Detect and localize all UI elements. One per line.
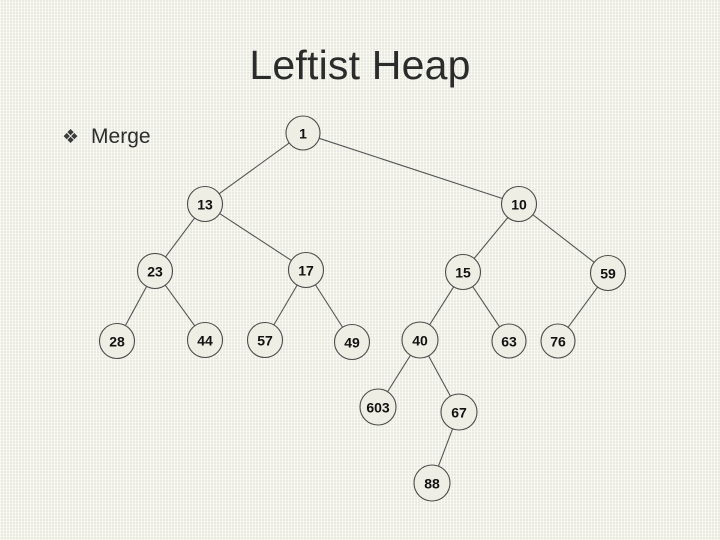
tree-node: 88 [413,464,451,502]
tree-edge [437,428,454,467]
tree-node-label: 59 [600,266,616,282]
tree-node-circle [440,393,478,431]
tree-edge [273,284,298,326]
tree-node-label: 10 [511,197,527,213]
tree-node-circle [500,185,538,223]
tree-edge [314,284,344,328]
tree-node: 1 [285,115,321,151]
tree-edge [473,217,509,259]
tree-node: 15 [444,253,482,291]
tree-node-circle [444,253,482,291]
tree-node-label: 76 [550,334,566,350]
tree-edge-layer [124,137,599,467]
tree-node-label: 603 [366,400,390,416]
bullet-item-label: Merge [91,125,151,148]
tree-node: 17 [287,251,325,289]
tree-node-label: 40 [412,333,428,349]
tree-node-circle [491,323,527,359]
tree-node: 63 [491,323,527,359]
tree-edge [567,286,599,328]
tree-node-circle [589,254,627,292]
tree-node: 13 [186,185,224,223]
tree-node: 10 [500,185,538,223]
tree-node-circle [287,251,325,289]
tree-edge [218,142,290,195]
tree-edge [124,286,148,326]
tree-edge [429,286,455,326]
tree-node: 59 [589,254,627,292]
tree-node: 57 [246,321,284,359]
tree-node: 603 [359,388,397,426]
tree-edge [318,137,503,200]
tree-node-circle [98,322,136,360]
tree-node-label: 15 [455,265,471,281]
tree-node-label: 49 [344,335,360,351]
tree-node-label: 1 [299,126,307,142]
tree-node-circle [413,464,451,502]
tree-node-label: 63 [501,334,517,350]
tree-edge [472,286,501,328]
tree-node: 67 [440,393,478,431]
tree-node-circle [136,252,174,290]
bullet-item-merge: ❖ Merge [62,126,151,147]
tree-node-label: 44 [197,333,213,349]
tree-edge [532,214,595,263]
tree-edge [428,355,451,397]
tree-node-label: 28 [109,334,125,350]
tree-node: 40 [401,321,439,359]
tree-node: 76 [540,323,576,359]
diamond-bullet-icon: ❖ [62,127,80,148]
tree-edge [164,284,196,327]
tree-node-circle [333,323,371,361]
tree-node-circle [246,321,284,359]
tree-node: 28 [98,322,136,360]
tree-node-label: 57 [257,333,273,349]
tree-node: 49 [333,323,371,361]
tree-node-circle [401,321,439,359]
tree-node-circle [186,321,224,359]
tree-node-label: 13 [197,197,213,213]
tree-node-circle [186,185,224,223]
tree-edge [219,213,292,261]
tree-node-layer: 1 13 10 23 17 15 59 28 44 57 49 40 63 76 603 67 88 [98,115,627,502]
tree-edge [387,354,411,393]
tree-node-label: 17 [298,263,314,279]
tree-node-circle [540,323,576,359]
tree-node-label: 88 [424,476,440,492]
tree-node-circle [285,115,321,151]
tree-node: 44 [186,321,224,359]
tree-edge [165,217,195,258]
tree-node-label: 67 [451,405,467,421]
page-title: Leftist Heap [249,42,471,88]
tree-node: 23 [136,252,174,290]
tree-node-circle [359,388,397,426]
tree-node-label: 23 [147,264,163,280]
